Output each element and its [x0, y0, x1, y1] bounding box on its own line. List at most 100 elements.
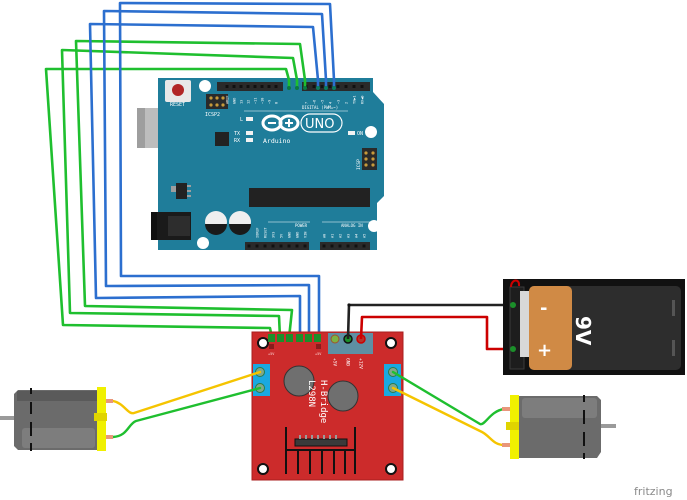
voltage-regulator [171, 183, 191, 199]
hbridge-input-header [268, 334, 321, 342]
header-pin [360, 85, 364, 88]
led-tx: TX [234, 131, 253, 137]
header-pin [354, 244, 358, 248]
icsp2-header [206, 94, 228, 109]
dc-motor-right[interactable] [502, 395, 616, 459]
analog-pin-label: A5 [362, 234, 366, 238]
header-pin [328, 85, 332, 88]
arduino-logo: UNO Arduino [261, 113, 343, 145]
digital-label: DIGITAL (PWM=~) [302, 105, 338, 110]
svg-text:H-Bridge: H-Bridge [318, 380, 328, 423]
digital-pin-label: ~11 [253, 98, 257, 104]
fritzing-watermark: fritzing [634, 485, 673, 498]
icsp-label: ICSP [356, 159, 362, 170]
reset-button[interactable] [165, 80, 191, 102]
wire-blue-pin6[interactable] [102, 9, 328, 340]
hbridge-title: L298N H-Bridge [306, 380, 328, 423]
hbridge-power-label: +12V [358, 358, 364, 369]
analog-pin-label: A0 [322, 234, 326, 238]
wire-yellow-motor-left[interactable] [111, 370, 262, 415]
power-label: POWER [295, 223, 308, 228]
svg-text:ON: ON [357, 131, 363, 137]
led-l: L [240, 117, 253, 123]
wire-green-pin8[interactable] [74, 39, 307, 340]
digital-pin-label: ~6 [312, 100, 316, 104]
digital-pin-label: 8 [274, 102, 278, 104]
header-pin [287, 244, 291, 248]
header-pin [253, 85, 257, 88]
wire-green-motor-right[interactable] [391, 370, 506, 426]
header-pin [255, 244, 259, 248]
hbridge-power-label: +5V [332, 358, 338, 366]
wire-green-pin10[interactable] [44, 67, 291, 340]
power-pin-label: GND [287, 232, 291, 238]
power-pin-label: RESET [263, 227, 267, 238]
svg-text:TX: TX [234, 131, 240, 137]
output-terminal-a[interactable] [253, 364, 270, 396]
motor-terminal [106, 399, 113, 403]
hbridge-power-labels: +5V GND +12V [332, 358, 364, 369]
digital-pin-holes [225, 85, 364, 88]
led-on: ON [348, 131, 363, 137]
dc-power-jack [151, 212, 191, 240]
wire-green-pin9[interactable] [60, 48, 299, 340]
header-pin [303, 244, 307, 248]
mounting-hole [368, 220, 380, 232]
power-wires [346, 303, 513, 351]
power-header [245, 242, 309, 250]
mounting-hole [385, 337, 397, 349]
led-rx: RX [234, 138, 253, 144]
output-terminal-b[interactable] [384, 364, 401, 396]
header-pin [246, 85, 250, 88]
digital-pin-label: GND [232, 98, 236, 104]
header-pin [322, 244, 326, 248]
header-pin [320, 85, 324, 88]
icsp2-label: ICSP2 [205, 112, 220, 118]
wire-yellow-motor-right[interactable] [391, 386, 506, 447]
header-pin [232, 85, 236, 88]
header-pin [260, 85, 264, 88]
capacitor [229, 211, 251, 235]
digital-pin-label: ~10 [260, 98, 264, 104]
battery-9v[interactable]: - + 9V [503, 279, 685, 375]
capacitor [205, 211, 227, 235]
dc-motor-left[interactable] [0, 387, 113, 451]
arduino-brand-label: Arduino [263, 137, 290, 145]
pin-label: +5V [268, 352, 275, 356]
atmega-chip [249, 188, 370, 207]
header-pin [225, 85, 229, 88]
bottom-pin-holes [247, 244, 366, 248]
wire-blue-pin7[interactable] [88, 22, 320, 340]
battery-terminal-minus [510, 302, 516, 308]
l298n-hbridge[interactable]: +5V +5V +5V GND +12V L298N H-Bridge [251, 331, 404, 481]
svg-text:L: L [240, 117, 243, 123]
jumper-enb [316, 344, 321, 349]
analog-pin-label: A2 [338, 234, 342, 238]
mounting-hole [197, 237, 209, 249]
header-pin [330, 244, 334, 248]
header-pin [338, 244, 342, 248]
header-pin [263, 244, 267, 248]
wire-blue-pin5[interactable] [118, 1, 336, 340]
power-pin-label: 5V [279, 233, 283, 238]
wire-green-motor-left[interactable] [111, 386, 262, 439]
header-pin [274, 85, 278, 88]
analog-header [320, 242, 370, 250]
hbridge-power-label: GND [345, 358, 351, 366]
digital-pin-label: 4 [328, 102, 332, 104]
hbridge-pcb [251, 331, 404, 481]
digital-header [217, 82, 370, 91]
header-pin [295, 244, 299, 248]
mounting-hole [257, 337, 269, 349]
header-pin [271, 244, 275, 248]
digital-pin-label: ~3 [336, 100, 340, 104]
battery-plus-label: + [537, 340, 552, 361]
wire-red-12v[interactable] [359, 315, 513, 351]
digital-pin-label: 2 [344, 102, 348, 104]
digital-pin-label: ~9 [267, 100, 271, 104]
svg-text:RX: RX [234, 138, 240, 144]
